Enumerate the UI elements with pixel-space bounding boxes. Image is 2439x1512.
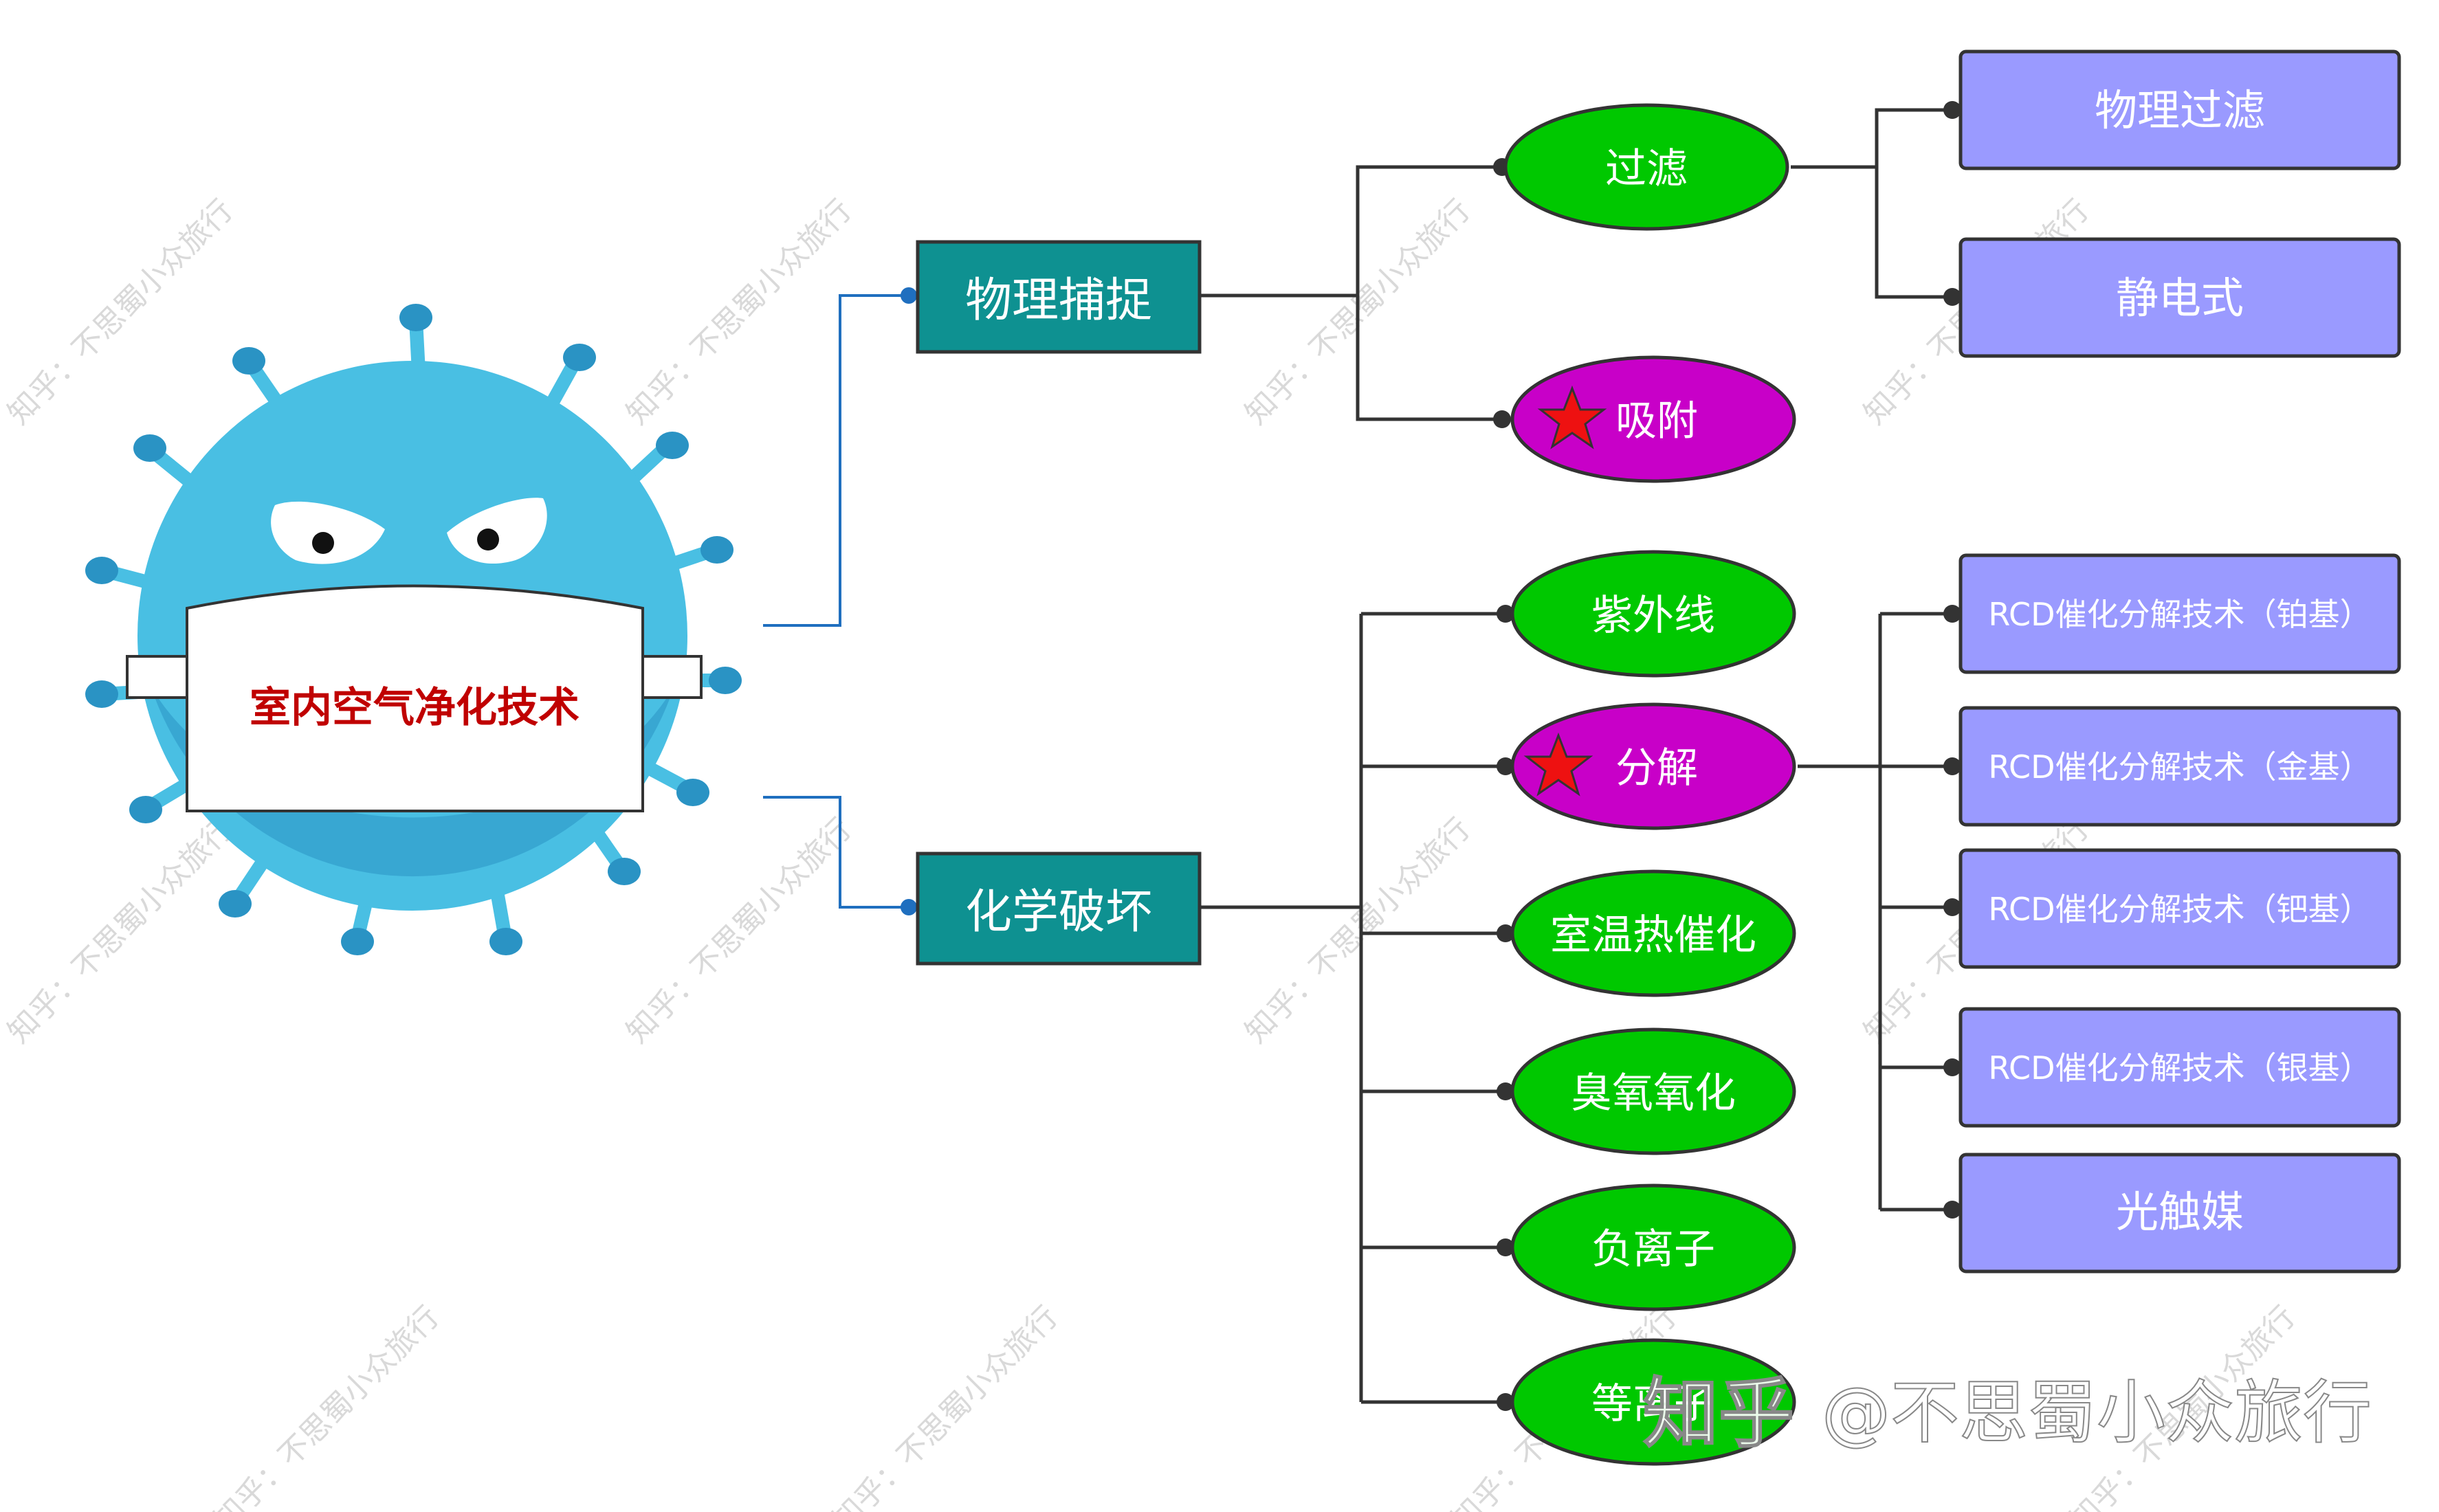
- method-node-negative-ion[interactable]: 负离子: [1510, 1183, 1796, 1311]
- center-label: 室内空气净化技术: [250, 684, 580, 732]
- method-label: 分解: [1615, 744, 1698, 792]
- tech-label: RCD催化分解技术（钯基）: [1988, 891, 2371, 928]
- method-node-adsorb[interactable]: 吸附: [1510, 355, 1796, 483]
- watermark-tile: 知乎：不思蜀小众旅行: [620, 812, 859, 1050]
- left-eye: [271, 501, 385, 564]
- root-connectors: [763, 294, 909, 909]
- branch-node-chemical[interactable]: 化学破坏: [916, 852, 1202, 966]
- method-node-plasma[interactable]: 等离子: [1510, 1338, 1796, 1466]
- method-node-room-temp-catalysis[interactable]: 室温热催化: [1510, 869, 1796, 997]
- method-label: 过滤: [1605, 145, 1688, 193]
- method-node-decompose[interactable]: 分解: [1510, 702, 1796, 830]
- star-icon: [1523, 732, 1593, 797]
- virus-body-shade: [151, 687, 674, 877]
- method-label: 紫外线: [1591, 592, 1715, 640]
- method-label: 负离子: [1591, 1225, 1715, 1274]
- star-icon: [1537, 385, 1607, 449]
- branch-connectors: [1200, 108, 1952, 1404]
- tech-node-rcd-gold[interactable]: RCD催化分解技术（金基）: [1958, 706, 2401, 827]
- mask: [186, 584, 644, 812]
- tech-label: 物理过滤: [2095, 85, 2265, 135]
- tech-label: RCD催化分解技术（金基）: [1988, 748, 2371, 786]
- method-node-uv[interactable]: 紫外线: [1510, 550, 1796, 678]
- method-label: 臭氧氧化: [1571, 1069, 1736, 1118]
- method-label: 室温热催化: [1550, 911, 1756, 959]
- branch-node-physical[interactable]: 物理捕捉: [916, 240, 1202, 354]
- brand-handle: @不思蜀小众旅行: [1822, 1372, 2372, 1453]
- tech-node-photocatalyst[interactable]: 光触媒: [1958, 1153, 2401, 1274]
- branch-label: 物理捕捉: [965, 274, 1152, 328]
- watermark-tile: 知乎：不思蜀小众旅行: [620, 193, 859, 432]
- center-node[interactable]: 室内空气净化技术: [126, 584, 703, 812]
- method-node-filter[interactable]: 过滤: [1503, 103, 1789, 231]
- watermark-tile: 知乎：不思蜀小众旅行: [826, 1300, 1065, 1512]
- watermark-tile: 知乎：不思蜀小众旅行: [1, 193, 240, 432]
- tech-node-electrostatic[interactable]: 静电式: [1958, 237, 2401, 358]
- tech-node-rcd-silver[interactable]: RCD催化分解技术（银基）: [1958, 1007, 2401, 1128]
- virus-spike-tips: [85, 304, 742, 955]
- tech-node-rcd-palladium[interactable]: RCD催化分解技术（钯基）: [1958, 848, 2401, 969]
- right-eye: [447, 498, 547, 564]
- watermark-tile: 知乎：不思蜀小众旅行: [208, 1300, 446, 1512]
- tech-label: RCD催化分解技术（铂基）: [1988, 596, 2371, 633]
- watermark-tile: 知乎：不思蜀小众旅行: [1239, 812, 1477, 1050]
- tech-node-physical-filtration[interactable]: 物理过滤: [1958, 49, 2401, 170]
- brand-watermark: 知乎 @不思蜀小众旅行: [1642, 1369, 2372, 1458]
- root-connector-dots: [901, 287, 917, 915]
- branch-label: 化学破坏: [965, 885, 1152, 940]
- tech-label: 静电式: [2116, 273, 2244, 323]
- watermark-tile: 知乎：不思蜀小众旅行: [1, 812, 240, 1050]
- method-label: 等离子: [1591, 1380, 1715, 1428]
- brand-logo: 知乎: [1643, 1370, 1794, 1458]
- connector-dots: [1493, 101, 1961, 1411]
- method-label: 吸附: [1615, 397, 1698, 445]
- method-node-ozone[interactable]: 臭氧氧化: [1510, 1027, 1796, 1155]
- tech-label: 光触媒: [2116, 1187, 2244, 1237]
- tech-node-rcd-platinum[interactable]: RCD催化分解技术（铂基）: [1958, 553, 2401, 674]
- tech-label: RCD催化分解技术（银基）: [1988, 1049, 2371, 1087]
